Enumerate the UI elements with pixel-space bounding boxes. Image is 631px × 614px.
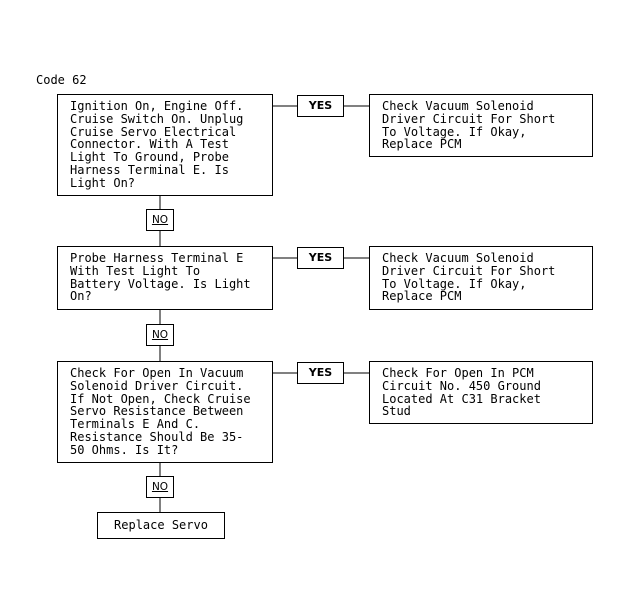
question-box-3: Check For Open In Vacuum Solenoid Driver… xyxy=(57,361,273,463)
code-label: Code 62 xyxy=(36,73,87,87)
question-box-2: Probe Harness Terminal E With Test Light… xyxy=(57,246,273,310)
no-label-2: NO xyxy=(146,324,174,346)
no-label-3: NO xyxy=(146,476,174,498)
final-action-box: Replace Servo xyxy=(97,512,225,539)
yes-label-2: YES xyxy=(297,247,344,269)
yes-label-3: YES xyxy=(297,362,344,384)
action-box-3: Check For Open In PCM Circuit No. 450 Gr… xyxy=(369,361,593,424)
action-box-2: Check Vacuum Solenoid Driver Circuit For… xyxy=(369,246,593,310)
yes-label-1: YES xyxy=(297,95,344,117)
action-box-1: Check Vacuum Solenoid Driver Circuit For… xyxy=(369,94,593,157)
question-box-1: Ignition On, Engine Off. Cruise Switch O… xyxy=(57,94,273,196)
no-label-1: NO xyxy=(146,209,174,231)
